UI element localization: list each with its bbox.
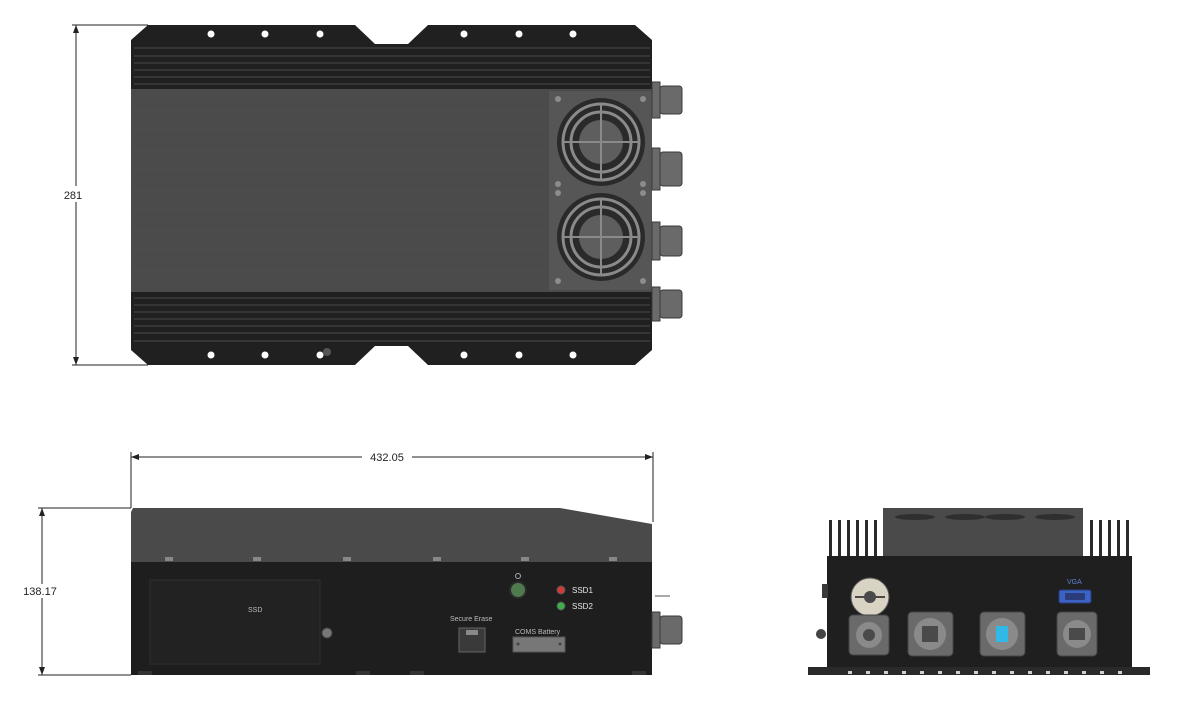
side-fins <box>829 520 1129 558</box>
top-view: 281 <box>62 24 683 366</box>
ssd2-led <box>556 601 566 611</box>
power-icon <box>515 573 521 579</box>
ssd2-label: SSD2 <box>572 602 593 611</box>
top-mounting-holes <box>207 30 577 359</box>
side-fan-grille <box>895 514 1075 520</box>
front-lid-clips <box>165 557 617 561</box>
side-connector-4[interactable] <box>1056 611 1098 657</box>
dimension-label-height-top: 281 <box>64 190 82 202</box>
top-fins-lower <box>134 297 650 342</box>
side-connector-ethernet[interactable] <box>979 611 1026 657</box>
ssd-label: SSD <box>248 607 262 614</box>
front-view: 432.05 138.17 SSD SSD1 SSD2 <box>22 450 683 676</box>
front-side-connector <box>651 595 683 649</box>
secure-erase-label: Secure Erase <box>450 616 493 623</box>
top-screw <box>323 348 331 356</box>
side-connector-1[interactable] <box>848 614 890 656</box>
power-button[interactable] <box>509 581 527 599</box>
ssd1-label: SSD1 <box>572 586 593 595</box>
ssd-door-screw <box>321 627 333 639</box>
front-lid <box>131 508 652 566</box>
coms-battery-cover <box>512 636 566 653</box>
fan-upper <box>557 98 645 186</box>
ssd1-led <box>556 585 566 595</box>
front-feet <box>138 671 646 675</box>
side-base-slots <box>848 671 1122 674</box>
coms-battery-label: COMS Battery <box>515 629 561 636</box>
side-view: VGA <box>808 508 1150 675</box>
fan-screws <box>555 96 646 284</box>
top-cover-lines <box>133 109 548 271</box>
vga-label: VGA <box>1067 579 1082 586</box>
ssd-door <box>149 579 321 665</box>
top-fins-upper <box>134 47 650 85</box>
side-ground-screw <box>816 629 826 639</box>
dimension-label-width-front: 432.05 <box>370 452 404 464</box>
side-connector-2[interactable] <box>907 611 954 657</box>
dimension-label-height-front: 138.17 <box>23 586 57 598</box>
top-side-connectors <box>651 81 683 322</box>
fan-lower <box>557 193 645 281</box>
